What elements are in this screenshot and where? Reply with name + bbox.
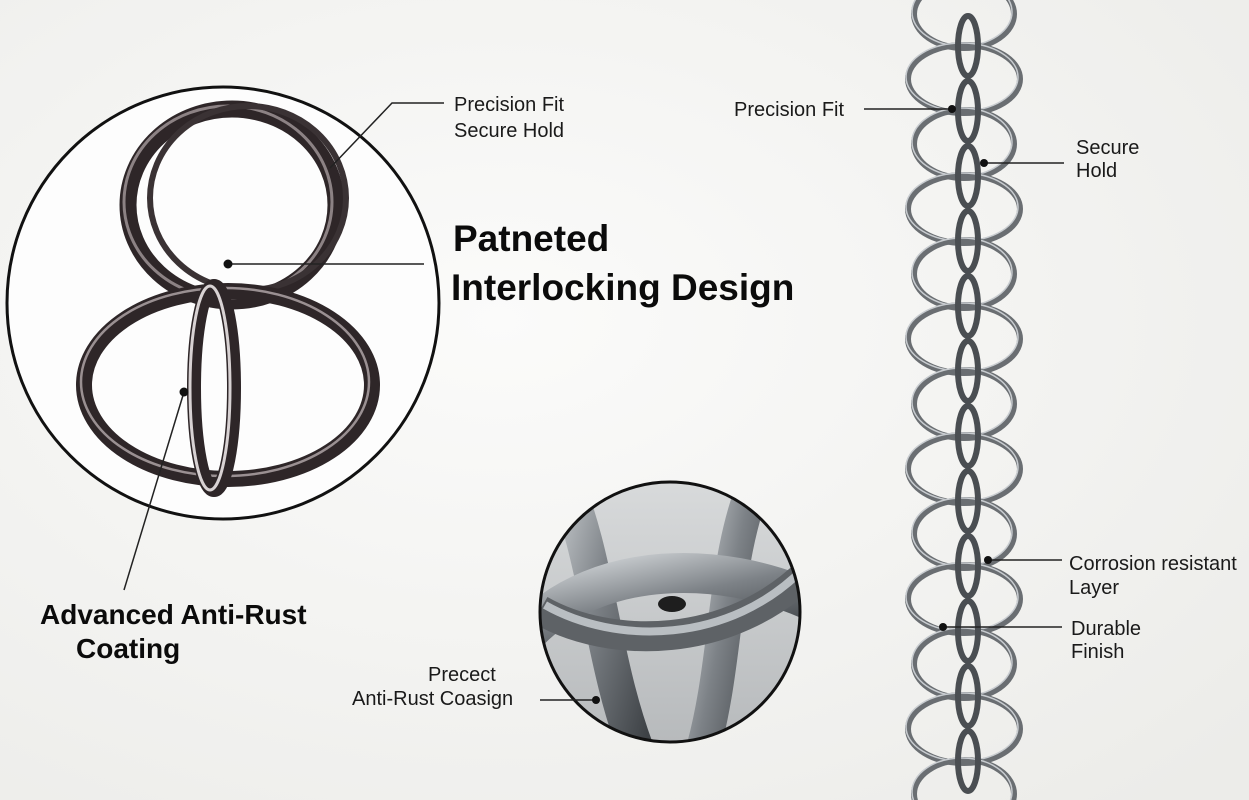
secure-hold-label: Secure Hold <box>454 120 565 142</box>
chain-connector-ring <box>955 143 981 209</box>
corrosion-resistant-label: Corrosion resistant <box>1069 553 1237 575</box>
chain-connector-ring <box>955 598 981 664</box>
precect-label: Precect <box>428 664 496 686</box>
chain-connector-ring <box>955 13 981 79</box>
headline-patented: Patneted <box>453 218 610 259</box>
magnified-link-circle <box>5 85 441 521</box>
layer-label: Layer <box>1069 577 1120 599</box>
chain-connector-ring <box>955 468 981 534</box>
chain-ring-highlight <box>911 757 1013 800</box>
chain-connector-ring <box>955 403 981 469</box>
leader-lines <box>123 102 1064 701</box>
anti-rust-coasign-label: Anti-Rust Coasign <box>352 688 514 710</box>
secure-label: Secure <box>1076 137 1140 159</box>
chain-connector-ring <box>955 663 981 729</box>
finish-label: Finish <box>1071 641 1125 663</box>
hold-label: Hold <box>1076 160 1118 182</box>
chain-connector-ring <box>955 728 981 794</box>
chain-connector-ring <box>955 338 981 404</box>
precision-fit-label: Precision Fit <box>454 94 565 116</box>
chain-ring <box>911 757 1017 800</box>
headline-interlocking-design: Interlocking Design <box>451 267 795 308</box>
leader-dots <box>179 105 992 704</box>
precision-fit-chain-label: Precision Fit <box>734 99 845 121</box>
chain-connector-ring <box>955 78 981 144</box>
anti-rust-coating-line1: Advanced Anti-Rust <box>40 599 307 630</box>
chain-connector-ring <box>955 533 981 599</box>
chain-connector-ring <box>955 208 981 274</box>
chain-connector-ring <box>955 273 981 339</box>
rain-chain <box>905 0 1023 800</box>
durable-label: Durable <box>1071 618 1142 640</box>
anti-rust-coating-line2: Coating <box>76 633 181 664</box>
closeup-weld-circle <box>538 480 802 744</box>
